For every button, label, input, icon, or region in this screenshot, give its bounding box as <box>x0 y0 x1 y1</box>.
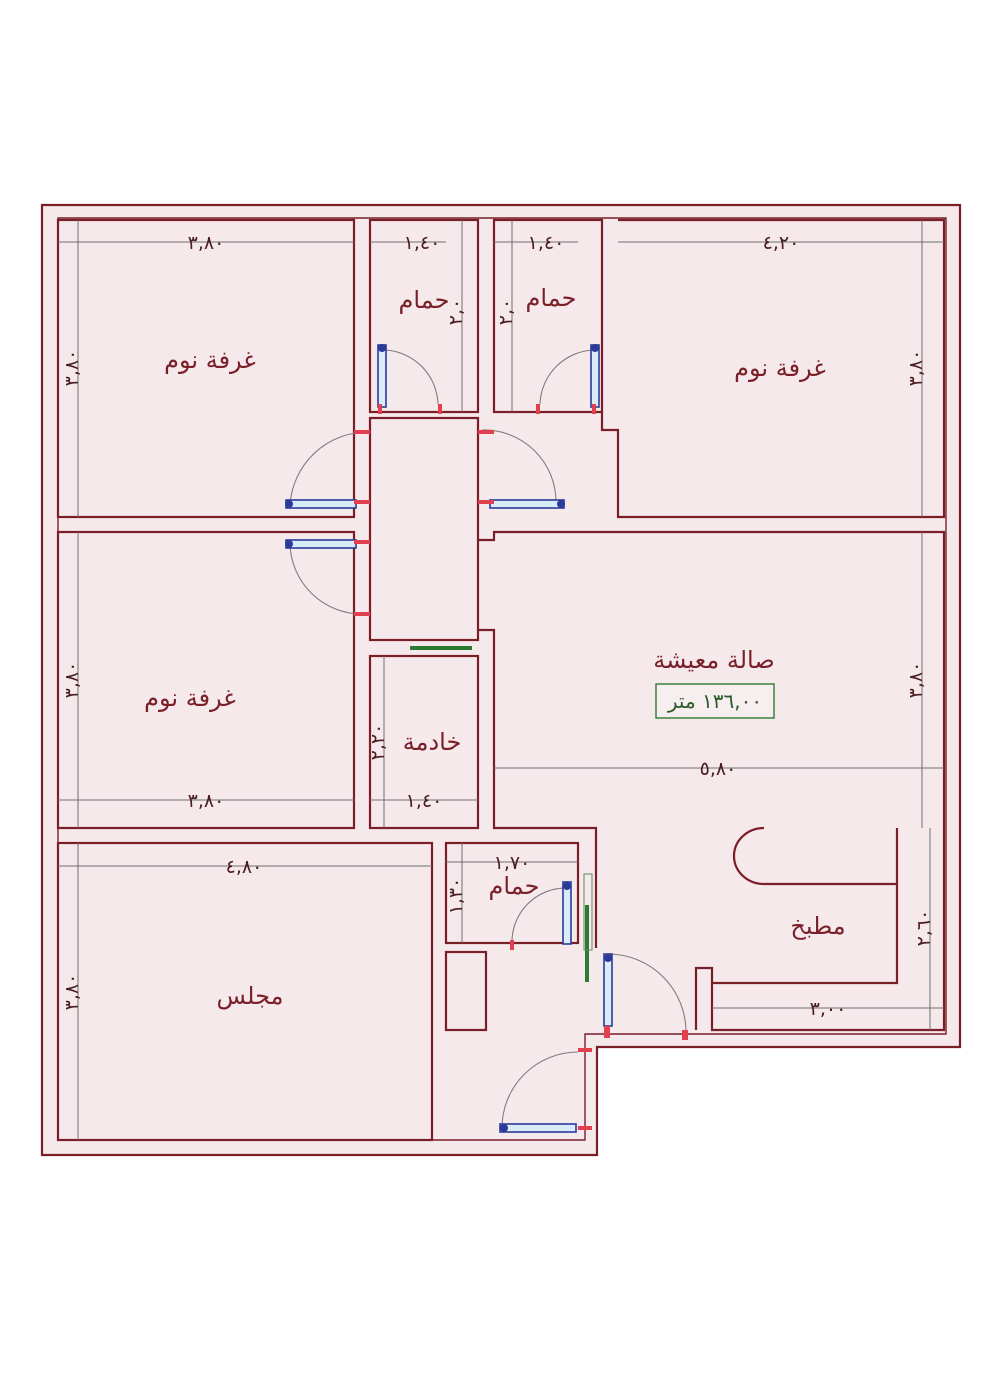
wall-storage <box>444 950 488 1032</box>
dim-hall-height: ٣,٨٠ <box>905 662 927 699</box>
room-name-bath-1: حمام <box>399 286 450 314</box>
wall-bedroom-mid-left <box>56 530 356 830</box>
dim-majlis-width: ٤,٨٠ <box>226 856 263 878</box>
doors <box>285 344 688 1133</box>
wall-maid-room <box>368 654 480 830</box>
dim-bath-2-height: ٢,٠ <box>495 299 517 325</box>
total-area: ١٣٦,٠٠ متر <box>667 689 762 713</box>
dim-bedroom-top-left-width: ٣,٨٠ <box>188 232 225 254</box>
room-name-bedroom-top-right: غرفة نوم <box>734 354 826 382</box>
dim-bath-1-height: ٢,٠ <box>445 299 467 325</box>
dim-majlis-height: ٣,٨٠ <box>61 974 83 1011</box>
dim-bath-2-width: ١,٤٠ <box>528 232 565 254</box>
dim-kitchen-width: ٣,٠٠ <box>810 998 847 1020</box>
wall-bedroom-top-right <box>600 218 946 519</box>
dim-kitchen-height: ٢,٦٠ <box>913 910 935 947</box>
wall-hall-column <box>478 628 598 948</box>
room-name-living-hall: صالة معيشة <box>653 646 774 674</box>
dim-bedroom-top-right-width: ٤,٢٠ <box>763 232 800 254</box>
dim-bedroom-top-left-height: ٣,٨٠ <box>61 350 83 387</box>
dim-bedroom-top-right-height: ٣,٨٠ <box>905 350 927 387</box>
wall-bedroom-top-left <box>56 218 356 519</box>
room-name-bath-3: حمام <box>489 872 540 900</box>
dim-bath-1-width: ١,٤٠ <box>404 232 441 254</box>
area-box <box>655 683 775 719</box>
room-name-bath-2: حمام <box>526 284 577 312</box>
dim-bath-3-height: ١,٣٠ <box>445 878 467 915</box>
kitchen-counter <box>712 826 899 985</box>
dim-bedroom-mid-left-height: ٣,٨٠ <box>61 662 83 699</box>
wall-majlis <box>56 841 434 1142</box>
dim-bath-3-width: ١,٧٠ <box>494 852 531 874</box>
wall-kitchen <box>694 828 946 1032</box>
dimension-lines <box>58 220 944 1140</box>
dim-maid-width: ١,٤٠ <box>406 790 443 812</box>
room-name-bedroom-mid-left: غرفة نوم <box>144 684 236 712</box>
dim-bedroom-mid-left-width: ٣,٨٠ <box>188 790 225 812</box>
wall-bath-2 <box>492 218 604 414</box>
room-name-bedroom-top-left: غرفة نوم <box>164 346 256 374</box>
dim-maid-height: ٢,٢٠ <box>367 724 389 761</box>
room-name-majlis: مجلس <box>217 982 284 1010</box>
wall-hall-top <box>478 530 946 828</box>
wall-bath-1 <box>368 218 480 414</box>
dim-hall-width: ٥,٨٠ <box>700 758 737 780</box>
room-walls <box>56 218 946 1142</box>
room-name-maid: خادمة <box>403 728 462 756</box>
wall-corridor <box>368 416 480 642</box>
partition-frame <box>583 873 593 951</box>
building-outline <box>40 203 962 1157</box>
room-name-kitchen: مطبخ <box>790 912 845 940</box>
